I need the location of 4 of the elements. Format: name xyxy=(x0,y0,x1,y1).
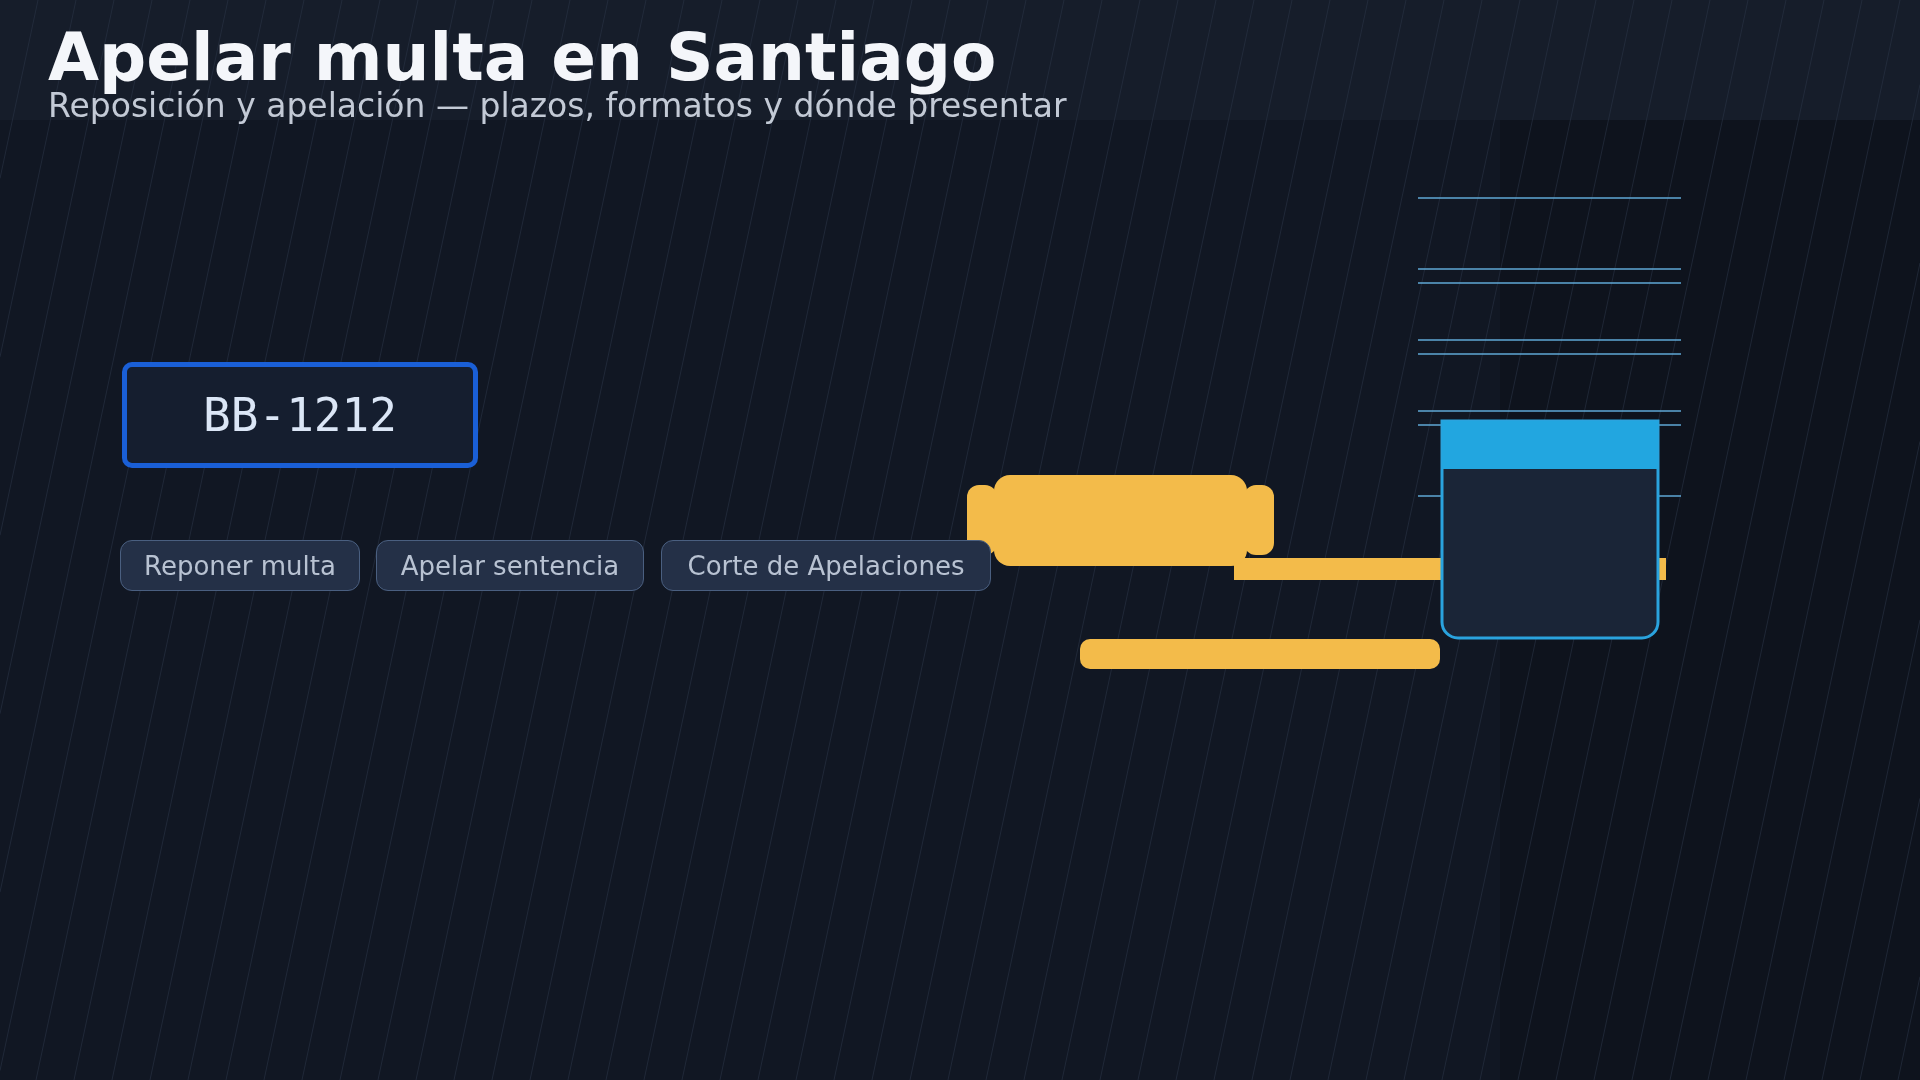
tag: Apelar sentencia xyxy=(376,540,644,591)
tag: Reponer multa xyxy=(120,540,360,591)
license-plate: BB-1212 xyxy=(122,362,478,468)
tag: Corte de Apelaciones xyxy=(661,540,991,591)
